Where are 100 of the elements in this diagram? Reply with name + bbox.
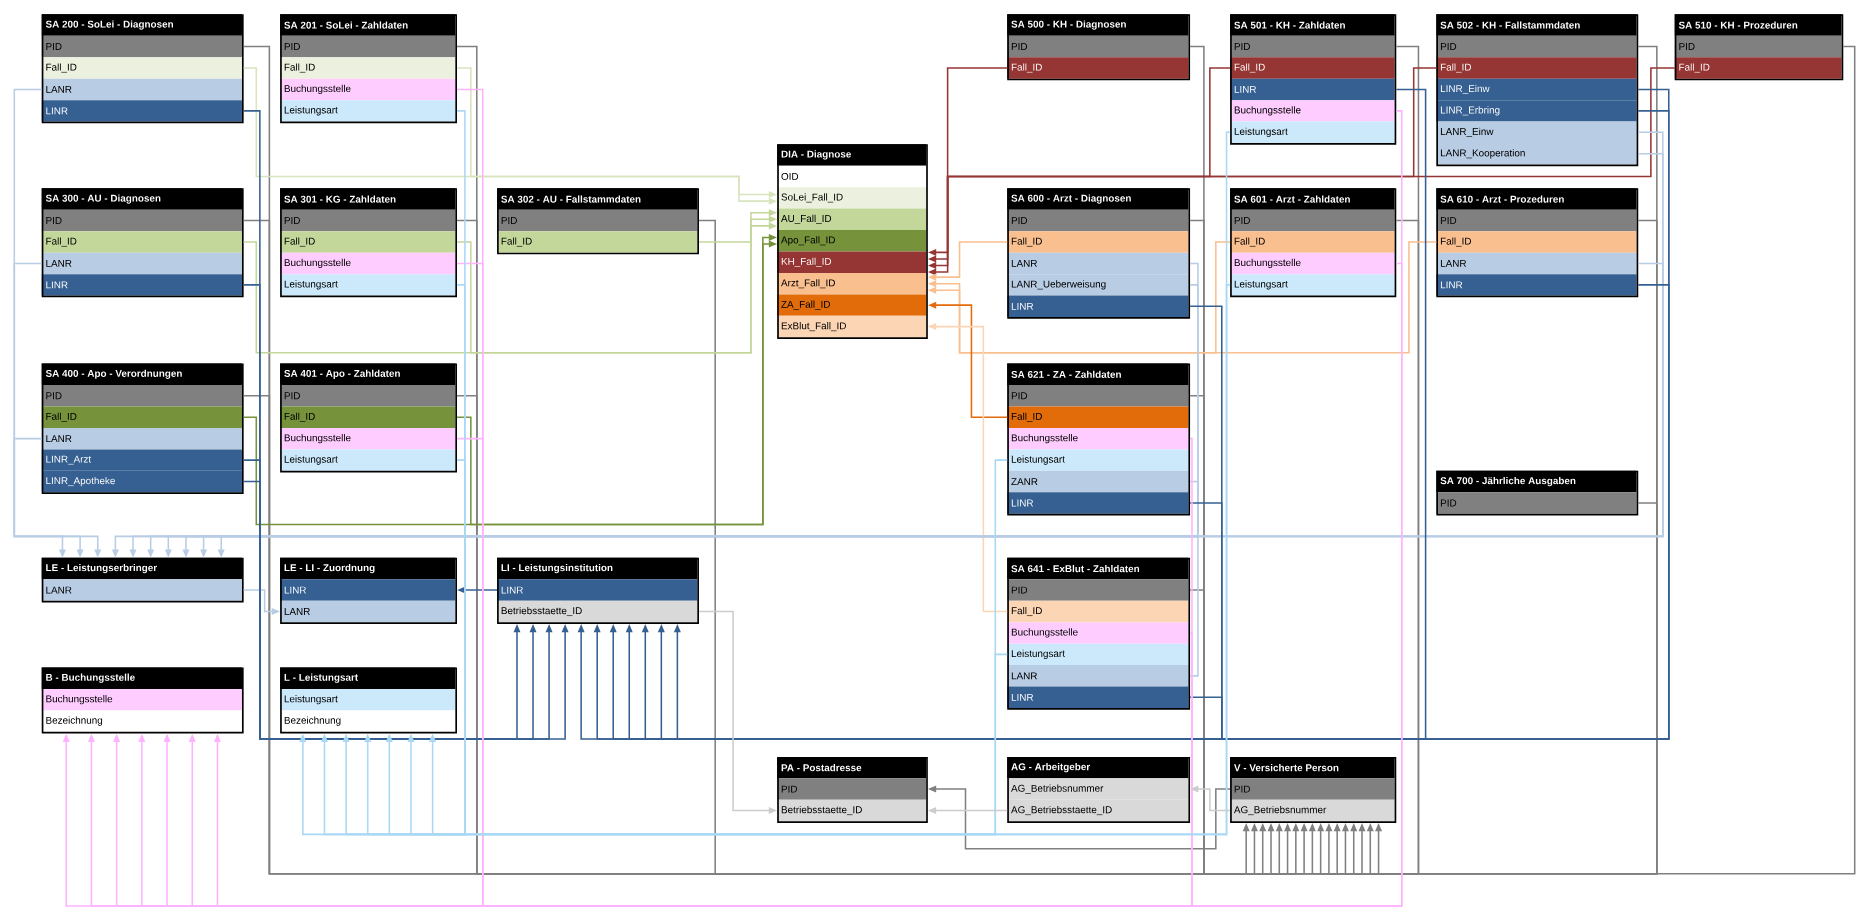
table-header: SA 502 - KH - Fallstammdaten — [1436, 14, 1637, 36]
field-row: Fall_ID — [1007, 406, 1189, 428]
table-header: SA 621 - ZA - Zahldaten — [1007, 363, 1189, 385]
field-row: Fall_ID — [1436, 231, 1637, 253]
field-row: PID — [280, 209, 456, 232]
field-row: Buchungsstelle — [280, 78, 456, 101]
connector-arrow — [299, 110, 466, 836]
table-header: B - Buchungsstelle — [41, 667, 242, 689]
field-row: Leistungsart — [1007, 449, 1189, 471]
connector-arrow — [429, 653, 1008, 836]
connector-arrow — [657, 502, 1223, 740]
field-row: Fall_ID — [1007, 600, 1189, 623]
field-row: PID — [41, 35, 242, 58]
table-header: SA 501 - KH - Zahldaten — [1230, 14, 1395, 36]
field-row: LINR_Erbring — [1436, 100, 1637, 122]
field-row: Leistungsart — [1230, 121, 1395, 144]
table — [1007, 557, 1191, 710]
table — [280, 14, 457, 124]
field-row: Fall_ID — [41, 231, 242, 253]
field-row: Buchungsstelle — [41, 688, 242, 711]
field-row: PID — [41, 385, 242, 407]
field-row: PID — [280, 35, 456, 58]
table-header: SA 500 - KH - Diagnosen — [1007, 14, 1189, 36]
field-row: PID — [41, 209, 242, 232]
table-header: SA 300 - AU - Diagnosen — [41, 188, 242, 210]
table-header: SA 601 - Arzt - Zahldaten — [1230, 188, 1395, 210]
table-header: SA 201 - SoLei - Zahldaten — [280, 14, 456, 36]
field-row: LINR — [1007, 492, 1189, 514]
connector-arrow — [1189, 219, 1341, 875]
table — [1230, 14, 1397, 145]
connector-arrow — [698, 219, 1283, 875]
field-row: Fall_ID — [497, 231, 698, 253]
field-row: Betriebsstaette_ID — [497, 600, 698, 623]
field-row: PID — [1007, 209, 1189, 232]
table — [41, 14, 244, 124]
table-header: SA 600 - Arzt - Diagnosen — [1007, 188, 1189, 210]
field-row: AG_Betriebsnummer — [1007, 778, 1189, 800]
field-row: Buchungsstelle — [1230, 252, 1395, 275]
field-row: Buchungsstelle — [280, 427, 456, 450]
field-row: LANR — [41, 579, 242, 601]
table — [280, 188, 457, 298]
field-row: Buchungsstelle — [280, 252, 456, 275]
field-row: PID — [1230, 778, 1395, 800]
connector-arrow — [407, 459, 1008, 836]
field-row: Leistungsart — [280, 274, 456, 296]
field-row: LINR_Einw — [1436, 78, 1637, 101]
table — [777, 756, 928, 823]
field-row: LANR — [1007, 665, 1189, 687]
connector-arrow — [62, 88, 484, 907]
connector-arrow — [1189, 394, 1366, 875]
field-row: LINR — [1007, 295, 1189, 318]
connector-arrow — [242, 284, 537, 740]
field-row: Buchungsstelle — [1007, 427, 1189, 450]
field-row: Fall_ID — [1436, 57, 1637, 79]
field-row: Fall_ID — [1230, 57, 1395, 79]
field-row: LINR — [280, 579, 456, 601]
connector-arrow — [456, 219, 1275, 875]
field-row: LANR_Kooperation — [1436, 143, 1637, 165]
connector-arrow — [1308, 45, 1420, 875]
connector-arrow — [342, 459, 466, 836]
connector-arrow — [641, 284, 1670, 740]
table — [280, 667, 457, 734]
table-header: SA 700 - Jährliche Ausgaben — [1436, 470, 1637, 493]
field-row: Apo_Fall_ID — [777, 230, 927, 252]
field-row: AG_Betriebsstaette_ID — [1007, 799, 1189, 822]
table-header: SA 301 - KG - Zahldaten — [280, 188, 456, 210]
field-row: PID — [1230, 209, 1395, 232]
field-row: AG_Betriebsnummer — [1230, 799, 1395, 822]
field-row: LINR_Arzt — [41, 449, 242, 471]
field-row: Leistungsart — [1230, 274, 1395, 296]
field-row: PID — [1436, 492, 1637, 514]
table-header: SA 610 - Arzt - Prozeduren — [1436, 188, 1637, 210]
field-row: Bezeichnung — [280, 710, 456, 732]
field-row: Fall_ID — [280, 57, 456, 79]
field-row: Buchungsstelle — [1007, 622, 1189, 644]
field-row: Buchungsstelle — [1230, 100, 1395, 122]
connector-arrow — [1341, 219, 1420, 875]
field-row: Fall_ID — [280, 406, 456, 428]
field-row: Fall_ID — [1674, 57, 1842, 79]
field-row: LANR — [280, 600, 456, 623]
table — [41, 557, 244, 603]
field-row: LANR_Einw — [1436, 121, 1637, 144]
field-row: PID — [1436, 35, 1637, 58]
table — [41, 667, 244, 734]
field-row: Fall_ID — [41, 57, 242, 79]
field-row: Leistungsart — [280, 688, 456, 711]
field-row: PID — [1007, 35, 1189, 58]
field-row: SoLei_Fall_ID — [777, 187, 927, 209]
table — [280, 363, 457, 473]
connector-arrow — [163, 262, 1403, 907]
field-row: Leistungsart — [1007, 643, 1189, 666]
field-row: ZANR — [1007, 470, 1189, 493]
field-row: LINR — [41, 100, 242, 122]
field-row: PID — [1230, 35, 1395, 58]
field-row: LANR — [1436, 252, 1637, 275]
field-row: PID — [1007, 385, 1189, 407]
field-row: PID — [777, 778, 927, 800]
field-row: PID — [497, 209, 698, 232]
table-header: L - Leistungsart — [280, 667, 456, 689]
field-row: LANR — [1007, 252, 1189, 275]
